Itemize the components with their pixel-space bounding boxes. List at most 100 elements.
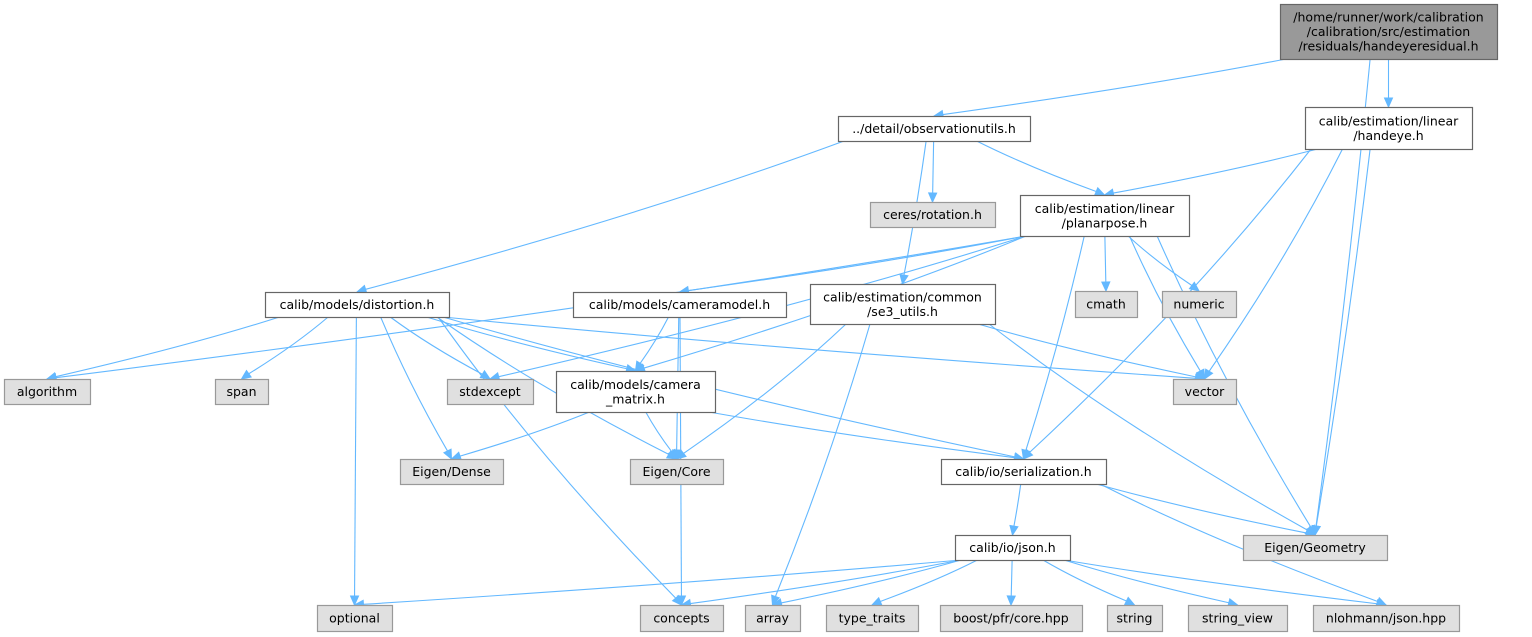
- node-nlohmann: nlohmann/json.hpp: [1312, 604, 1461, 633]
- node-label: cmath: [1086, 297, 1126, 312]
- arrowhead-icon: [1203, 368, 1214, 381]
- edge-distortion-to-stdexcept: [389, 316, 483, 375]
- node-label: /se3_utils.h: [867, 304, 938, 319]
- node-planar[interactable]: calib/estimation/linear/planarpose.h: [1019, 194, 1191, 238]
- node-root: /home/runner/work/calibration/calibratio…: [1279, 3, 1499, 61]
- arrowhead-icon: [899, 273, 909, 286]
- node-geometry: Eigen/Geometry: [1242, 534, 1389, 562]
- node-box: [939, 604, 1084, 633]
- arrowhead-icon: [870, 596, 883, 606]
- node-json[interactable]: calib/io/json.h: [954, 534, 1072, 562]
- node-label: type_traits: [839, 611, 906, 626]
- node-label: calib/estimation/linear: [1319, 113, 1459, 128]
- node-label: algorithm: [17, 384, 77, 399]
- node-array: array: [744, 604, 802, 633]
- node-label: ../detail/observationutils.h: [852, 121, 1016, 136]
- node-label: calib/models/camera: [570, 377, 700, 392]
- node-handeye[interactable]: calib/estimation/linear/handeye.h: [1304, 106, 1474, 151]
- node-box: [954, 534, 1072, 562]
- node-serial[interactable]: calib/io/serialization.h: [940, 458, 1108, 486]
- node-box: [809, 283, 997, 326]
- node-box: [629, 458, 725, 486]
- node-box: [639, 604, 725, 633]
- node-string: string: [1106, 604, 1164, 633]
- node-label: _matrix.h: [605, 391, 665, 406]
- node-label: concepts: [653, 611, 709, 626]
- edge-planar-to-cammodel: [688, 235, 1027, 292]
- node-label: ceres/rotation.h: [883, 207, 982, 222]
- edge-cammatrix-to-dense: [459, 411, 590, 457]
- edge-handeye-to-vector: [1208, 148, 1343, 372]
- arrowhead-icon: [927, 192, 938, 204]
- node-box: [869, 201, 997, 229]
- arrowhead-icon: [479, 369, 492, 380]
- node-core: Eigen/Core: [629, 458, 725, 486]
- node-box: [316, 604, 394, 633]
- node-label: Eigen/Geometry: [1264, 540, 1366, 555]
- node-box: [1074, 290, 1139, 319]
- edge-json-to-optional: [363, 559, 962, 605]
- arrowhead-icon: [240, 369, 253, 380]
- node-label: calib/io/json.h: [969, 540, 1055, 555]
- edge-serial-to-json: [1013, 483, 1022, 527]
- edge-distortion-to-algorithm: [55, 316, 280, 378]
- edge-distortion-to-span: [248, 316, 329, 375]
- edge-handeye-to-planar: [1113, 148, 1318, 194]
- node-box: [572, 291, 788, 319]
- node-label: /calibration/src/estimation: [1307, 24, 1470, 39]
- node-stdexcept: stdexcept: [446, 378, 535, 406]
- edge-se3-to-vector: [977, 323, 1196, 378]
- node-label: boost/pfr/core.hpp: [953, 611, 1068, 626]
- node-cammodel[interactable]: calib/models/cameramodel.h: [572, 291, 788, 319]
- arrowhead-icon: [634, 360, 645, 373]
- node-concepts: concepts: [639, 604, 725, 633]
- node-box: [1172, 378, 1238, 406]
- edge-planar-to-cmath: [1104, 235, 1107, 283]
- edge-distortion-to-optional: [354, 316, 357, 597]
- edge-distortion-to-concepts: [437, 316, 677, 599]
- node-label: optional: [329, 611, 380, 626]
- node-label: /home/runner/work/calibration: [1293, 10, 1483, 25]
- node-cammatrix[interactable]: calib/models/camera_matrix.h: [555, 370, 717, 414]
- edge-se3-to-core: [683, 323, 847, 454]
- edge-obs-to-planar: [976, 140, 1097, 193]
- arrowhead-icon: [1123, 596, 1136, 606]
- node-box: [1279, 3, 1499, 61]
- node-se3[interactable]: calib/estimation/common/se3_utils.h: [809, 283, 997, 326]
- node-ceres: ceres/rotation.h: [869, 201, 997, 229]
- arrowhead-icon: [1188, 281, 1200, 292]
- node-box: [1106, 604, 1164, 633]
- node-box: [555, 370, 717, 414]
- edge-distortion-to-dense: [380, 316, 448, 452]
- edge-json-to-typetraits: [880, 559, 978, 602]
- node-label: /residuals/handeyeresidual.h: [1298, 39, 1478, 54]
- edge-obs-to-ceres: [932, 140, 935, 194]
- arrowhead-icon: [1006, 595, 1017, 607]
- edge-planar-to-numeric: [1127, 235, 1193, 286]
- node-box: [744, 604, 802, 633]
- arrowhead-icon: [450, 451, 463, 461]
- node-label: calib/models/distortion.h: [280, 297, 435, 312]
- edge-serial-to-nlohmann: [1099, 483, 1378, 603]
- edge-cammatrix-to-core: [645, 411, 673, 452]
- node-box: [1161, 290, 1238, 319]
- node-label: stdexcept: [459, 384, 520, 399]
- node-label: calib/io/serialization.h: [955, 464, 1091, 479]
- arrowhead-icon: [1093, 186, 1106, 196]
- edge-cammatrix-to-serial: [708, 411, 1015, 459]
- node-obs[interactable]: ../detail/observationutils.h: [837, 115, 1032, 143]
- node-span: span: [214, 378, 270, 406]
- edge-json-to-stringview: [1063, 559, 1229, 604]
- node-optional: optional: [316, 604, 394, 633]
- node-label: Eigen/Core: [642, 464, 710, 479]
- arrowhead-icon: [676, 595, 687, 607]
- edge-json-to-string: [1042, 559, 1127, 602]
- edge-handeye-to-geometry: [1315, 148, 1371, 527]
- node-box: [3, 378, 92, 406]
- edges: [45, 58, 1394, 610]
- node-label: calib/estimation/linear: [1035, 201, 1175, 216]
- node-box: [446, 378, 535, 406]
- node-distortion[interactable]: calib/models/distortion.h: [264, 291, 451, 319]
- edge-obs-to-distortion: [365, 140, 845, 290]
- node-label: span: [226, 384, 256, 399]
